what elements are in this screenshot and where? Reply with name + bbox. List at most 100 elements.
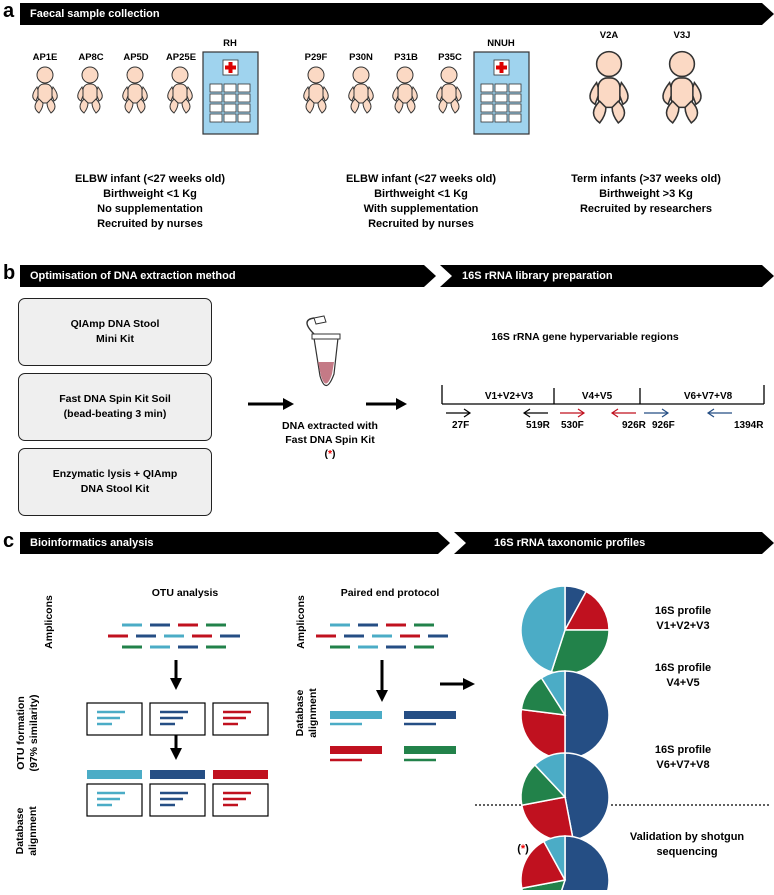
reference-bar [87,770,142,779]
baby-icon [167,66,193,114]
panel-c-banner-left: Bioinformatics analysis [30,537,154,549]
paren: ) [525,843,529,855]
bioinformatics-graphics [86,623,475,817]
hospital-icon [202,51,259,135]
paren: ( [517,843,521,855]
tube-icon [306,315,341,387]
infant-label: V3J [673,30,691,41]
tube-caption: DNA extracted with Fast DNA Spin Kit (*) [255,419,405,461]
label-line: sequencing [656,846,718,858]
pie-chart [520,670,610,760]
caption-line: Fast DNA Spin Kit [285,434,375,446]
infant-label: P31B [394,52,418,63]
pie-slice [520,708,566,760]
regions-title: 16S rRNA gene hypervariable regions [491,331,679,343]
infant-label: P30N [349,52,373,63]
panel-b-graphics [248,315,407,410]
desc-line: With supplementation [363,203,479,215]
pie-chart [520,835,610,890]
down-arrow-icon [376,660,388,702]
desc-line: Birthweight <1 Kg [374,188,468,200]
infant-label: AP1E [32,52,58,63]
infant-label: AP25E [165,52,197,63]
desc-line: Recruited by nurses [368,218,474,230]
profile-label-2: 16S profile V4+V5 [618,661,748,691]
primer-label: 1394R [734,420,764,431]
baby-icon [303,66,329,114]
primer-label: 926R [622,420,646,431]
regions-diagram [441,385,765,418]
hospital-label: RH [223,38,237,49]
panel-c-letter: c [3,530,15,552]
primer-arrow [446,408,472,418]
desc-line: Term infants (>37 weeks old) [571,173,721,185]
baby-icon [122,66,148,114]
panel-b-banner-shape [20,265,774,287]
pie-chart [520,585,610,675]
pie-slice [520,840,567,890]
primer-arrow [610,408,636,418]
group1-description: ELBW infant (<27 weeks old) Birthweight … [50,172,250,232]
amplicon-reads [316,623,448,649]
pie-slice [563,590,610,631]
baby-icon [392,66,418,114]
paren: ( [324,448,328,460]
baby-icon [662,50,702,124]
label-line: V4+V5 [666,677,700,689]
label-line: V1+V2+V3 [656,620,710,632]
region-label: V4+V5 [581,391,613,402]
label-line: V6+V7+V8 [656,759,710,771]
baby-icon [348,66,374,114]
region-label: V1+V2+V3 [484,391,534,402]
desc-line: No supplementation [97,203,203,215]
label-line: 16S profile [654,605,712,617]
reference-bar [150,770,205,779]
label-line: 16S profile [654,662,712,674]
baby-icon [436,66,462,114]
panel-b-banner-left: Optimisation of DNA extraction method [30,270,236,282]
infant-label: V2A [599,30,619,41]
box-line: (bead-beating 3 min) [63,408,167,420]
infant-label: P35C [438,52,462,63]
pie-slice [520,763,567,807]
desc-line: Birthweight >3 Kg [599,188,693,200]
infant-label: P29F [304,52,328,63]
reference-bar [213,770,268,779]
pie-slice [520,585,566,673]
group2-description: ELBW infant (<27 weeks old) Birthweight … [321,172,521,232]
asterisk-note: (*) [255,447,405,461]
panel-b-banner-right: 16S rRNA library preparation [462,270,613,282]
baby-icon [77,66,103,114]
primer-label: 530F [561,420,584,431]
hospital-icon [473,51,530,135]
taxonomic-pie-charts [475,585,770,890]
arrow-icon [248,398,294,410]
pie-slice [564,752,610,842]
hospital-label: NNUH [487,38,515,49]
primer-label: 27F [452,420,470,431]
down-arrow-icon [170,660,182,690]
pie-slice [560,835,610,890]
baby-icon [589,50,629,124]
asterisk: * [327,448,333,460]
pie-slice [564,670,610,760]
primer-arrow [522,408,548,418]
arrow-icon [440,678,475,690]
otu-title: OTU analysis [151,587,219,599]
panel-c-banner-right: 16S rRNA taxonomic profiles [494,537,646,549]
primer-label: 519R [526,420,550,431]
alignment-boxes [86,783,269,817]
profile-label-1: 16S profile V1+V2+V3 [618,604,748,634]
baby-icon [32,66,58,114]
desc-line: ELBW infant (<27 weeks old) [345,173,497,185]
desc-line: ELBW infant (<27 weeks old) [74,173,226,185]
panel-b-letter: b [3,262,16,284]
validation-label: Validation by shotgun sequencing [612,830,762,860]
pie-chart [520,752,610,842]
box-line: QIAmp DNA Stool [70,318,160,330]
panel-a-graphics [32,50,702,135]
region-label: V6+V7+V8 [683,391,733,402]
panel-a-letter: a [3,0,15,22]
